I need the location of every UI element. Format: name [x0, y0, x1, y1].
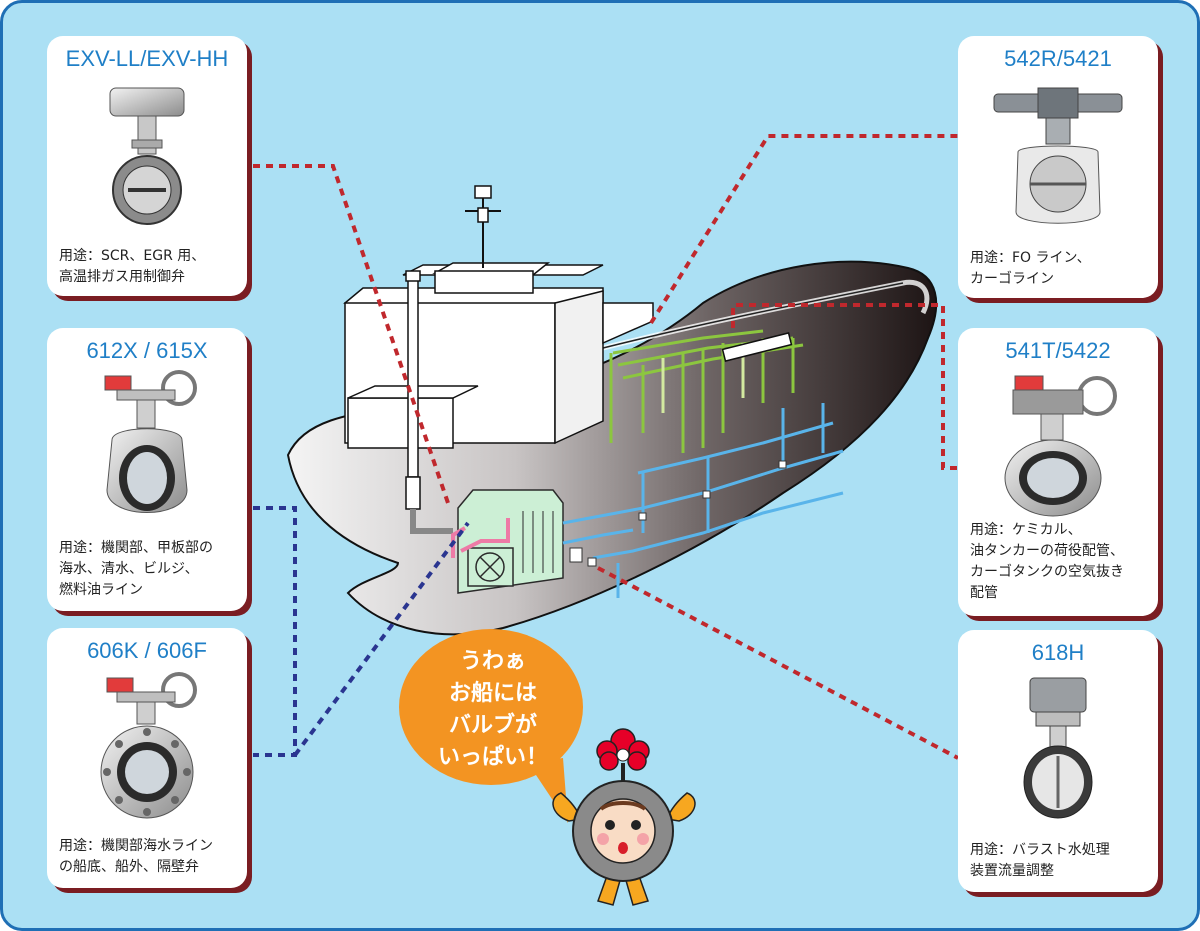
card-title: EXV-LL/EXV-HH: [65, 46, 229, 71]
card-title: 541T/5422: [1005, 338, 1111, 363]
card-title: 542R/5421: [1004, 46, 1112, 71]
card-title: 618H: [1031, 640, 1085, 665]
card-title: 606K / 606F: [87, 638, 207, 663]
ship-engine: [457, 489, 564, 594]
flanged-butterfly-valve-icon: [100, 672, 197, 819]
valve-card-618h: 618H 用途：バラスト水処理 装置流量調整: [958, 630, 1158, 892]
card-usage: 用途：FO ライン、 カーゴライン: [970, 250, 1091, 287]
card-usage: 用途：バラスト水処理 装置流量調整: [970, 842, 1110, 879]
gear-operated-butterfly-valve-icon: [1004, 375, 1117, 517]
deck-box: [721, 332, 793, 362]
speech-bubble-text: うわぁ お船には バルブが いっぱい！: [437, 649, 548, 770]
ship-superstructure: [343, 185, 654, 534]
card-usage: 用途：機関部、甲板部の 海水、清水、ビルジ、 燃料油ライン: [59, 540, 213, 598]
card-usage: 用途：ケミカル、 油タンカーの荷役配管、 カーゴタンクの空気抜き 配管: [970, 522, 1124, 601]
valve-card-542r: 542R/5421 用途：FO ライン、 カーゴライン: [958, 36, 1158, 298]
card-usage: 用途：機関部海水ライン の船底、船外、隔壁弁: [59, 838, 213, 875]
valve-mascot: [552, 728, 696, 906]
valve-card-606k: 606K / 606F 用途：機関部海水ライン の船底、船外、隔壁弁: [47, 628, 247, 888]
ship-diagram: [253, 134, 959, 906]
card-title: 612X / 615X: [86, 338, 208, 363]
wafer-butterfly-valve-icon: [104, 370, 197, 513]
high-performance-butterfly-valve-icon: [993, 87, 1123, 224]
valve-markers: [569, 460, 787, 567]
valve-card-612x: 612X / 615X 用途：機関部、甲板部の 海水、清水、ビルジ、 燃料油ライ…: [47, 328, 247, 611]
card-usage: 用途：SCR、EGR 用、 高温排ガス用制御弁: [59, 248, 206, 285]
leader-lines: [253, 134, 959, 760]
valve-card-541t: 541T/5422 用途：ケミカル、 油タンカーの荷役配管、 カーゴタンクの空気…: [958, 328, 1158, 616]
seawater-piping: [562, 403, 844, 598]
actuated-butterfly-valve-icon: [109, 87, 185, 225]
valve-card-exv: EXV-LL/EXV-HH 用途：SCR、EGR 用、 高温排ガス用制御弁: [47, 36, 247, 296]
electric-actuated-butterfly-valve-icon: [1023, 677, 1093, 819]
